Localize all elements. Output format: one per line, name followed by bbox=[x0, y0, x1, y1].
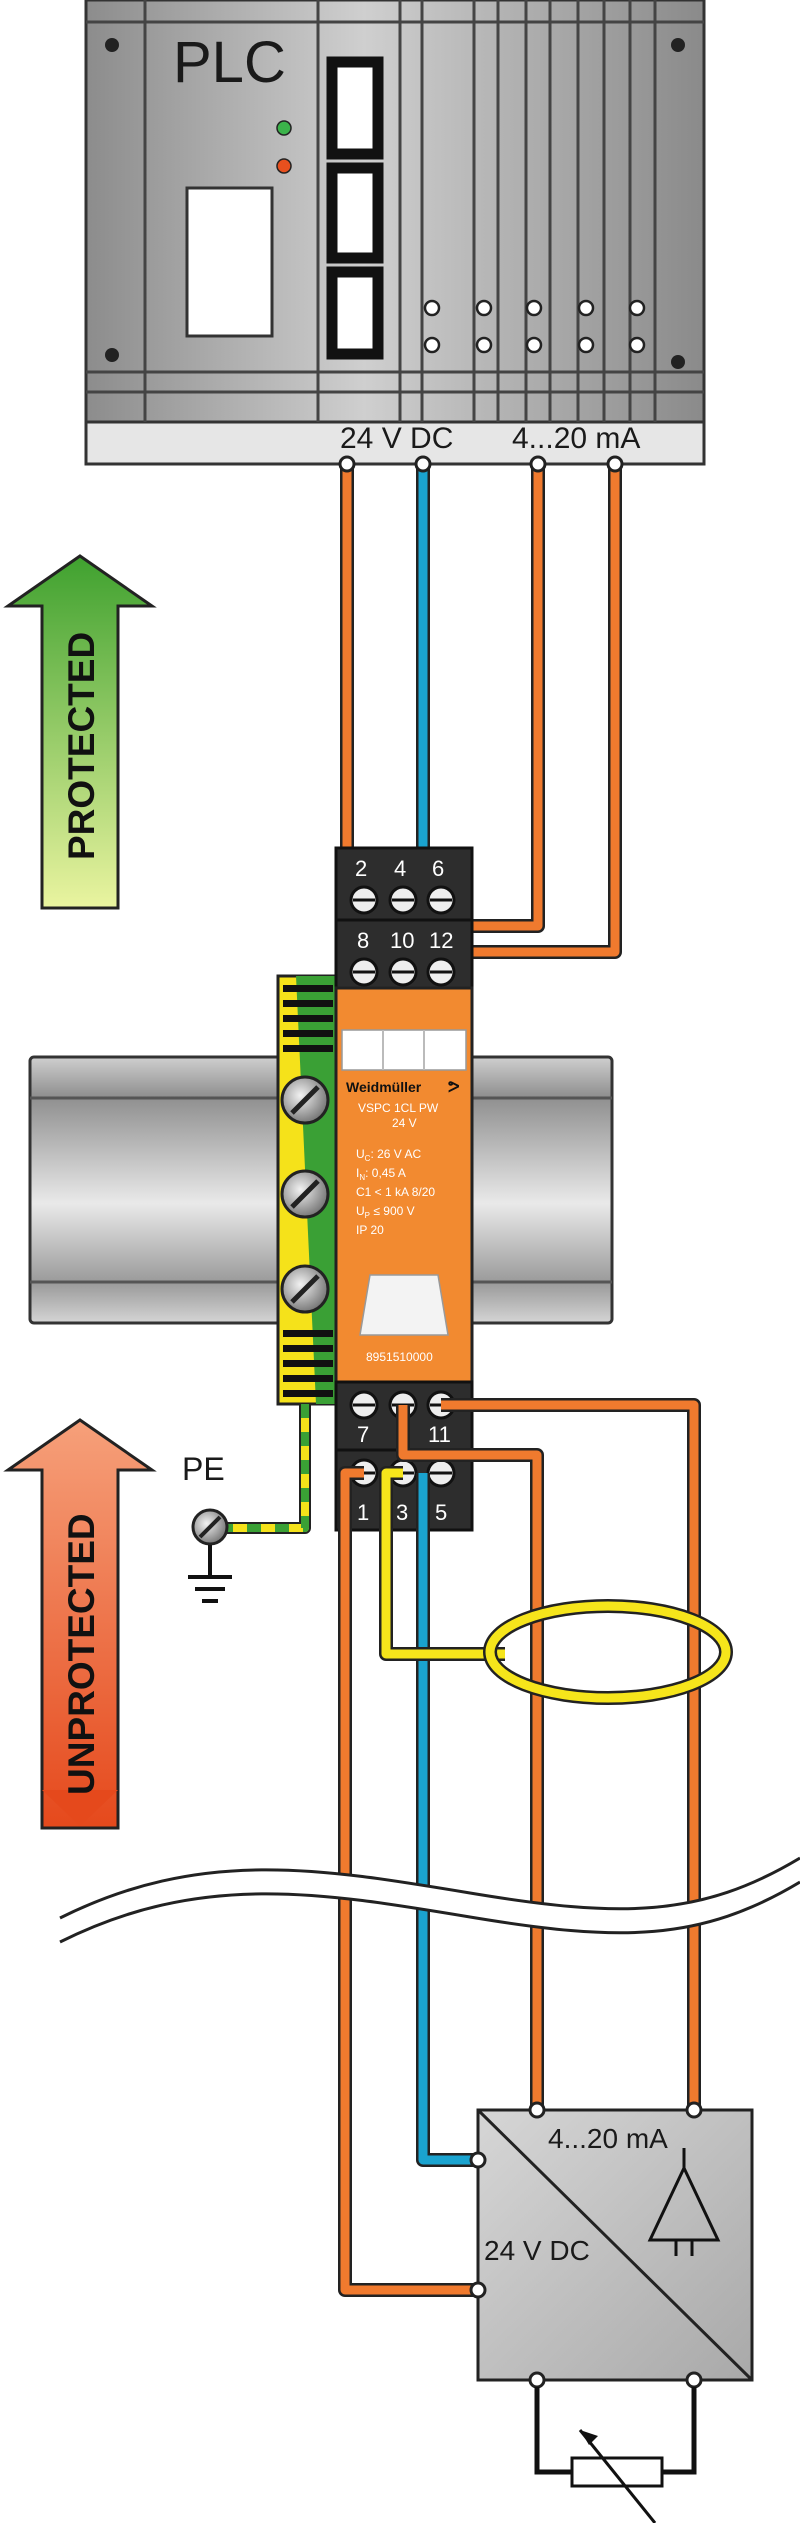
plc-screw-icon bbox=[671, 355, 685, 369]
terminal-label: 5 bbox=[435, 1500, 447, 1525]
terminal-label: 1 bbox=[357, 1500, 369, 1525]
transmitter-signal-label: 4...20 mA bbox=[548, 2123, 668, 2154]
terminal-label: 4 bbox=[394, 856, 406, 881]
status-led-red-icon bbox=[276, 158, 292, 174]
plc-terminal-strip bbox=[84, 420, 706, 466]
plc-unit: PLC 24 V DC 4...20 mA bbox=[84, 0, 706, 466]
protected-arrow: PROTECTED bbox=[3, 554, 157, 910]
plc-io-ports bbox=[423, 299, 646, 354]
potentiometer bbox=[534, 2387, 697, 2523]
pe-terminal-icon bbox=[191, 1508, 229, 1546]
brand-logo-text: Weidmüller bbox=[346, 1079, 422, 1095]
terminal-label: 12 bbox=[429, 928, 453, 953]
wire-field-signal-a bbox=[441, 1400, 699, 2110]
model-line-2: 24 V bbox=[392, 1116, 417, 1130]
ground-screw-icon bbox=[280, 1075, 330, 1125]
earth-ground-icon bbox=[188, 1545, 232, 1603]
ground-screw-icon bbox=[280, 1264, 330, 1314]
wire-field-signal-b bbox=[398, 1405, 542, 2110]
plc-screw-icon bbox=[105, 348, 119, 362]
wire-field-supply-minus bbox=[418, 1473, 478, 2165]
plc-screw-icon bbox=[105, 38, 119, 52]
terminal-label: 7 bbox=[357, 1422, 369, 1447]
unprotected-label: UNPROTECTED bbox=[61, 1513, 102, 1795]
plc-screw-icon bbox=[671, 38, 685, 52]
protected-label: PROTECTED bbox=[61, 632, 102, 860]
spec-ip: IP 20 bbox=[356, 1223, 384, 1237]
spec-c1: C1 < 1 kA 8/20 bbox=[356, 1185, 435, 1199]
plc-title: PLC bbox=[173, 30, 286, 95]
adjust-arrow-icon bbox=[578, 2429, 657, 2523]
terminal-label: 10 bbox=[390, 928, 414, 953]
pe-ground-block bbox=[276, 974, 340, 1406]
cable-break-line bbox=[59, 1856, 800, 1920]
transmitter-supply-label: 24 V DC bbox=[484, 2235, 590, 2266]
model-line-1: VSPC 1CL PW bbox=[358, 1101, 439, 1115]
article-number: 8951510000 bbox=[366, 1350, 433, 1364]
cable-break-mask bbox=[54, 1859, 800, 1941]
spec-uc: UC: 26 V AC bbox=[356, 1147, 421, 1163]
terminal-label: 6 bbox=[432, 856, 444, 881]
spec-in: IN: 0,45 A bbox=[356, 1166, 406, 1182]
terminal-label: 11 bbox=[428, 1422, 451, 1447]
plc-signal-label: 4...20 mA bbox=[512, 422, 640, 455]
amplifier-icon bbox=[647, 2148, 721, 2256]
transmitter-terminals bbox=[469, 2101, 703, 2389]
unprotected-arrow: UNPROTECTED bbox=[3, 1418, 157, 1830]
cable-break-line bbox=[59, 1880, 800, 1944]
terminal-label: 2 bbox=[355, 856, 367, 881]
wire-signal-b bbox=[430, 464, 620, 957]
wire-functional-earth bbox=[381, 1468, 505, 1659]
terminal-label: 8 bbox=[357, 928, 369, 953]
wire-pe bbox=[212, 1404, 309, 1532]
status-led-green-icon bbox=[276, 120, 292, 136]
ground-screw-icon bbox=[280, 1169, 330, 1219]
spec-up: UP ≤ 900 V bbox=[356, 1204, 415, 1220]
brand-logo-icon: ᕗ bbox=[448, 1079, 460, 1096]
upper-wiring bbox=[338, 455, 624, 959]
device-label-window bbox=[341, 1029, 467, 1071]
terminal-label: 3 bbox=[396, 1500, 408, 1525]
pe-label: PE bbox=[182, 1451, 225, 1487]
device-marker-tab bbox=[359, 1274, 449, 1336]
plc-supply-label: 24 V DC bbox=[340, 422, 453, 455]
shield-loop bbox=[485, 1601, 731, 1703]
field-transmitter: 4...20 mA 24 V DC bbox=[469, 2101, 754, 2389]
plc-display bbox=[185, 186, 274, 338]
